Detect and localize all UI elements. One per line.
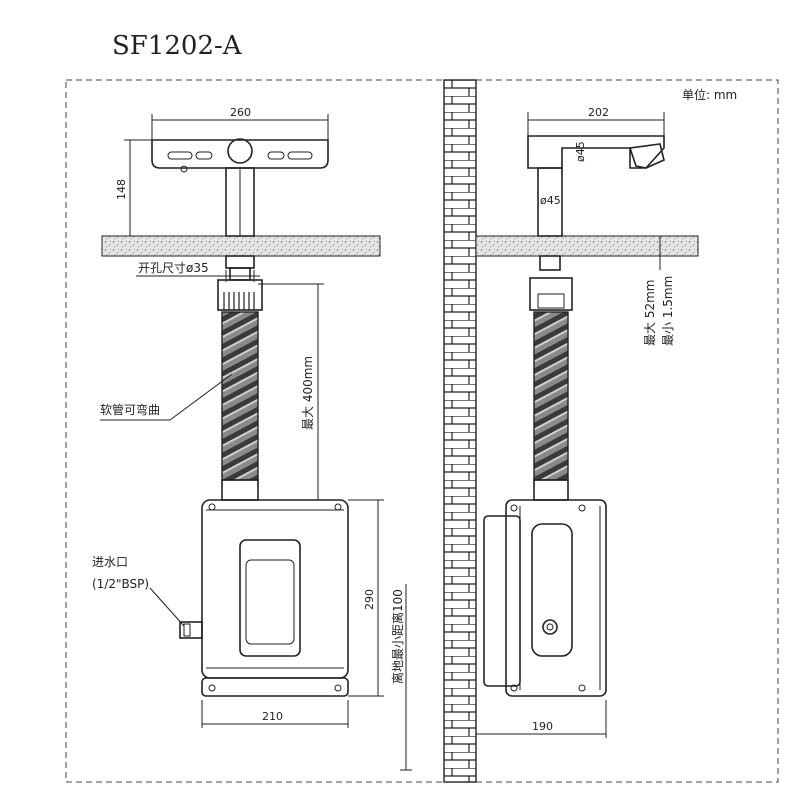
side-spout [527,135,665,169]
front-flexible-hose [221,311,259,481]
hole-size-label: 开孔尺寸ø35 [138,261,209,275]
front-box-window [239,539,301,657]
side-faucet-stem [537,167,563,237]
faucet-height-dim: 148 [115,179,128,200]
front-control-box [201,499,349,679]
deck-max-dim: 最大 52mm [643,280,657,346]
drawing-frame [65,79,779,783]
side-nut [529,277,573,311]
box-depth-dim: 190 [532,720,553,733]
side-view: 202 ø45 ø45 最大 52mm 最小 1.5mm 190 [475,106,699,738]
spout-reach-dim: 202 [588,106,609,119]
front-view: 260 148 开孔尺寸ø35 最大 400mm 软管可弯曲 进水口 (1/2"… [92,106,412,771]
front-nut [217,279,263,311]
front-water-inlet [179,621,203,639]
box-height-dim: 290 [363,589,376,610]
side-control-box [505,499,607,697]
side-countertop [475,235,699,257]
front-dimensions: 260 148 开孔尺寸ø35 最大 400mm 软管可弯曲 进水口 (1/2"… [92,106,412,771]
hose-label: 软管可弯曲 [100,402,160,417]
floor-distance-dim: 离地最小距离100 [390,589,405,684]
side-flexible-hose [533,311,569,481]
brick-wall [443,79,477,783]
side-box-window [531,523,573,657]
side-inlet-port-icon [542,619,558,635]
inlet-label: 进水口 [92,555,128,569]
unit-label: 单位: mm [682,87,737,102]
front-countertop [101,235,381,257]
front-faucet-head [151,139,329,169]
faucet-width-dim: 260 [230,106,251,119]
spout-diameter-dim: ø45 [574,141,587,162]
drawing-title: SF1202-A [112,31,243,61]
deck-min-dim: 最小 1.5mm [661,276,675,346]
front-sensor-icon [227,138,253,164]
stem-diameter-dim: ø45 [540,194,561,207]
box-width-dim: 210 [262,710,283,723]
inlet-thread-label: (1/2"BSP) [92,577,149,591]
side-dimensions: 202 ø45 ø45 最大 52mm 最小 1.5mm 190 [475,106,675,738]
hose-max-length-dim: 最大 400mm [301,356,315,430]
